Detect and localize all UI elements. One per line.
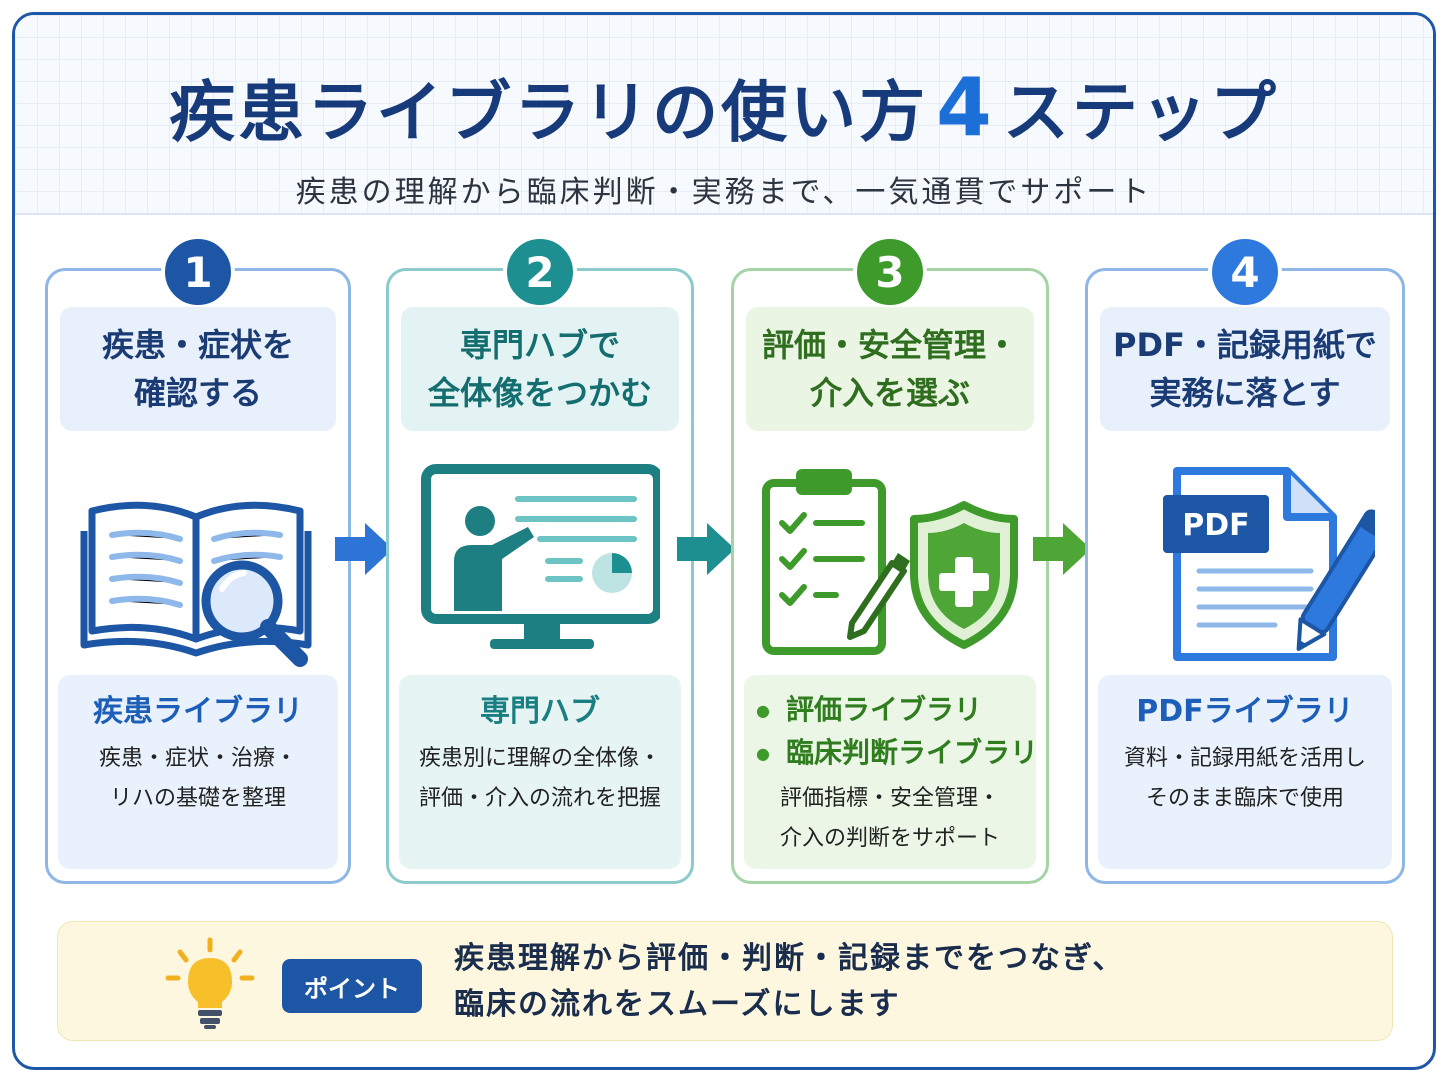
step-desc-3: 評価ライブラリ 臨床判断ライブラリ 評価指標・安全管理・ 介入の判断をサポート bbox=[744, 675, 1038, 869]
step-title-3-line1: 評価・安全管理・ bbox=[761, 326, 1018, 364]
icon-area-1 bbox=[48, 461, 348, 671]
presentation-monitor-icon bbox=[421, 464, 660, 649]
bullet-item-2: 臨床判断ライブラリ bbox=[744, 732, 1038, 775]
step-desc-4-text: 資料・記録用紙を活用し そのまま臨床で使用 bbox=[1124, 739, 1366, 819]
step-title-4-line2: 実務に落とす bbox=[1149, 374, 1341, 412]
title-number: 4 bbox=[936, 61, 995, 154]
arrow-right-icon-3 bbox=[1033, 523, 1091, 575]
step-desc-2: 専門ハブ 疾患別に理解の全体像・ 評価・介入の流れを把握 bbox=[399, 675, 681, 869]
point-bar: ポイント 疾患理解から評価・判断・記録までをつなぎ、 臨床の流れをスムーズにしま… bbox=[57, 921, 1393, 1041]
library-name-1: 疾患ライブラリ bbox=[93, 694, 303, 729]
step-card-3: 3 評価・安全管理・ 介入を選ぶ 評価ライブラリ bbox=[731, 235, 1049, 884]
step-title-4: PDF・記録用紙で 実務に落とす bbox=[1100, 307, 1390, 431]
step-title-4-line1: PDF・記録用紙で bbox=[1113, 326, 1377, 364]
step-desc-2-text: 疾患別に理解の全体像・ 評価・介入の流れを把握 bbox=[419, 739, 661, 819]
step-title-1-line2: 確認する bbox=[133, 374, 262, 412]
step-number-4: 4 bbox=[1208, 235, 1282, 309]
step-card-2: 2 専門ハブで 全体像をつかむ 専門ハブ 疾患別に bbox=[386, 235, 694, 884]
arrow-right-icon-1 bbox=[335, 523, 393, 575]
step-card-4: 4 PDF・記録用紙で 実務に落とす PDF bbox=[1085, 235, 1405, 884]
step-number-3: 3 bbox=[853, 235, 927, 309]
library-name-4: PDFライブラリ bbox=[1136, 694, 1354, 729]
step-title-1: 疾患・症状を 確認する bbox=[60, 307, 336, 431]
icon-area-4: PDF bbox=[1088, 461, 1402, 671]
step-desc-2-line1: 疾患別に理解の全体像・ bbox=[418, 746, 661, 771]
bullet-item-1: 評価ライブラリ bbox=[744, 689, 982, 732]
point-text: 疾患理解から評価・判断・記録までをつなぎ、 臨床の流れをスムーズにします bbox=[454, 936, 1125, 1028]
title-main: 疾患ライブラリの使い方 bbox=[169, 74, 929, 151]
arrow-right-icon-2 bbox=[677, 523, 735, 575]
step-desc-2-line2: 評価・介入の流れを把握 bbox=[418, 786, 661, 811]
lightbulb-icon bbox=[165, 937, 255, 1029]
title-suffix: ステップ bbox=[1002, 74, 1279, 151]
step-title-2-line1: 専門ハブで bbox=[459, 326, 620, 364]
step-desc-3-line2: 介入の判断をサポート bbox=[779, 826, 1000, 851]
point-text-line1: 疾患理解から評価・判断・記録までをつなぎ、 bbox=[454, 941, 1125, 976]
step-number-1: 1 bbox=[161, 235, 235, 309]
step-desc-3-line1: 評価指標・安全管理・ bbox=[779, 786, 1000, 811]
library-name-2: 専門ハブ bbox=[480, 694, 600, 729]
point-badge: ポイント bbox=[282, 959, 422, 1013]
icon-area-2 bbox=[389, 461, 691, 671]
step-number-2: 2 bbox=[503, 235, 577, 309]
step-desc-1-text: 疾患・症状・治療・ リハの基礎を整理 bbox=[99, 739, 297, 819]
clipboard-shield-icon bbox=[762, 469, 1018, 655]
step-title-3: 評価・安全管理・ 介入を選ぶ bbox=[746, 307, 1034, 431]
step-card-1: 1 疾患・症状を 確認する 疾患ライブラリ 疾患・症状・治療・ bbox=[45, 235, 351, 884]
icon-area-3 bbox=[734, 461, 1046, 671]
step-desc-1-line2: リハの基礎を整理 bbox=[109, 786, 286, 811]
step-desc-1: 疾患ライブラリ 疾患・症状・治療・ リハの基礎を整理 bbox=[58, 675, 338, 869]
step-desc-4-line2: そのまま臨床で使用 bbox=[1145, 786, 1344, 811]
open-book-magnifier-icon bbox=[80, 501, 312, 667]
step-title-1-line1: 疾患・症状を bbox=[101, 326, 294, 364]
step-title-2: 専門ハブで 全体像をつかむ bbox=[401, 307, 679, 431]
step-title-3-line2: 介入を選ぶ bbox=[809, 374, 970, 412]
step-desc-3-text: 評価指標・安全管理・ 介入の判断をサポート bbox=[780, 779, 1000, 859]
step-desc-1-line1: 疾患・症状・治療・ bbox=[98, 746, 297, 771]
point-text-line2: 臨床の流れをスムーズにします bbox=[454, 987, 901, 1022]
step-desc-4-line1: 資料・記録用紙を活用し bbox=[1123, 746, 1366, 771]
step-desc-4: PDFライブラリ 資料・記録用紙を活用し そのまま臨床で使用 bbox=[1098, 675, 1392, 869]
pdf-icon-label: PDF bbox=[1182, 508, 1249, 543]
pdf-document-pen-icon: PDF bbox=[1163, 467, 1375, 661]
subtitle: 疾患の理解から臨床判断・実務まで、一気通貫でサポート bbox=[295, 175, 1153, 210]
step-title-2-line2: 全体像をつかむ bbox=[427, 374, 652, 412]
